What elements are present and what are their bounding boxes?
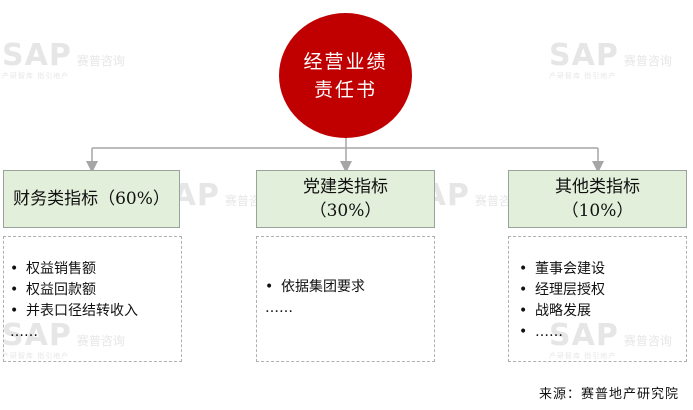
bullet: • <box>10 303 19 319</box>
item-list: • 权益销售额 • 权益回款额 • 并表口径结转收入 …… <box>10 259 181 343</box>
watermark-text: 赛普咨询 <box>76 54 125 68</box>
category-items-other: • 董事会建设 • 经理层授权 • 战略发展 • …… <box>508 236 687 362</box>
list-item: • 经理层授权 <box>519 280 686 301</box>
bullet: • <box>519 261 528 277</box>
list-item: …… <box>265 298 434 319</box>
category-header-other: 其他类指标 （10%） <box>508 170 687 228</box>
item-ellipsis: …… <box>10 324 38 340</box>
category-items-party: • 依据集团要求 …… <box>256 236 435 362</box>
item-ellipsis: …… <box>265 300 293 316</box>
bullet: • <box>10 282 19 298</box>
item-list: • 依据集团要求 …… <box>265 277 434 319</box>
watermark-text: 赛普咨询 <box>623 54 672 68</box>
category-title: 财务类指标（60%） <box>13 189 170 209</box>
item-text: 经理层授权 <box>535 282 605 298</box>
root-node: 经营业绩 责任书 <box>279 13 412 138</box>
item-text: 权益销售额 <box>26 261 96 277</box>
item-text: …… <box>535 324 563 340</box>
item-text: 依据集团要求 <box>281 279 365 295</box>
watermark-logo: SAP <box>2 38 72 73</box>
list-item: • 权益回款额 <box>10 280 181 301</box>
watermark-logo: SAP <box>2 318 72 353</box>
watermark-bottom-right: SAP 赛普咨询 产研智库 指引地产 <box>549 318 672 361</box>
watermark-left: SAP 赛普咨询 产研智库 指引地产 <box>2 38 125 81</box>
list-item: • …… <box>519 322 686 343</box>
list-item: …… <box>10 322 181 343</box>
source-note: 来源：赛普地产研究院 <box>538 387 679 402</box>
watermark-text: 赛普咨询 <box>623 334 672 348</box>
watermark-sub: 产研智库 指引地产 <box>2 352 70 360</box>
watermark-right: SAP 赛普咨询 产研智库 指引地产 <box>549 38 672 81</box>
item-list: • 董事会建设 • 经理层授权 • 战略发展 • …… <box>519 259 686 343</box>
item-text: 权益回款额 <box>26 282 96 298</box>
root-line2: 责任书 <box>313 78 377 101</box>
watermark-sub: 产研智库 指引地产 <box>549 352 617 360</box>
list-item: • 权益销售额 <box>10 259 181 280</box>
watermark-text: 赛普咨询 <box>76 334 125 348</box>
item-text: 董事会建设 <box>535 261 605 277</box>
bullet: • <box>10 261 19 277</box>
bullet: • <box>519 303 528 319</box>
bullet: • <box>265 279 274 295</box>
category-weight: （30%） <box>309 201 382 221</box>
list-item: • 战略发展 <box>519 301 686 322</box>
category-title: 其他类指标 <box>555 177 640 197</box>
watermark-logo: SAP <box>549 318 619 353</box>
list-item: • 董事会建设 <box>519 259 686 280</box>
watermark-logo: SAP <box>549 38 619 73</box>
watermark-bottom-left: SAP 赛普咨询 产研智库 指引地产 <box>2 318 125 361</box>
category-header-party: 党建类指标 （30%） <box>256 170 435 228</box>
item-text: 并表口径结转收入 <box>26 303 138 319</box>
category-items-financial: • 权益销售额 • 权益回款额 • 并表口径结转收入 …… <box>3 236 182 362</box>
bullet: • <box>519 324 528 340</box>
list-item: • 依据集团要求 <box>265 277 434 298</box>
category-weight: （10%） <box>561 201 634 221</box>
list-item: • 并表口径结转收入 <box>10 301 181 322</box>
watermark-sub: 产研智库 指引地产 <box>549 72 617 80</box>
item-text: 战略发展 <box>535 303 591 319</box>
watermark-sub: 产研智库 指引地产 <box>2 72 70 80</box>
bullet: • <box>519 282 528 298</box>
root-line1: 经营业绩 <box>303 50 388 73</box>
category-header-financial: 财务类指标（60%） <box>3 170 180 228</box>
category-title: 党建类指标 <box>303 177 388 197</box>
